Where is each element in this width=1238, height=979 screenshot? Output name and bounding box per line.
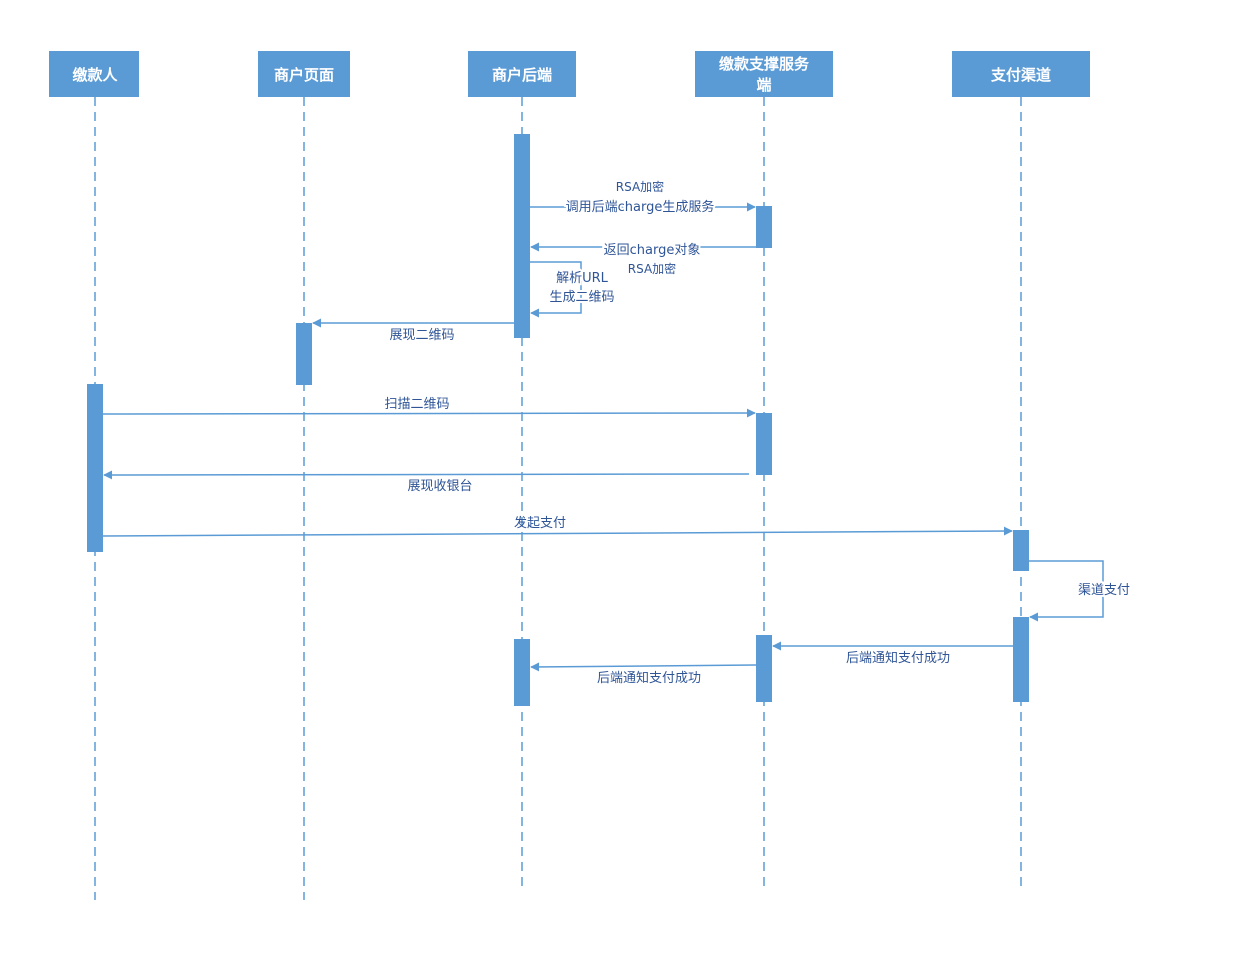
actor-payer: 缴款人 <box>49 51 139 97</box>
actor-payment-channel-label: 支付渠道 <box>990 66 1051 84</box>
actor-merchant-page-label: 商户页面 <box>274 66 334 84</box>
message-scan-qr-label: 扫描二维码 <box>384 397 449 412</box>
message-initiate-payment-label: 发起支付 <box>514 515 566 531</box>
activation-payment-channel-2 <box>1013 617 1029 702</box>
actor-payer-label: 缴款人 <box>72 66 118 84</box>
activation-payment-service-3 <box>756 635 772 702</box>
message-channel-payment: 渠道支付 <box>1029 560 1132 622</box>
message-notify-service-label: 后端通知支付成功 <box>846 650 950 666</box>
actor-payment-service: 缴款支撑服务 端 <box>695 51 833 97</box>
message-return-charge: 返回charge对象 RSA加密 <box>530 241 756 276</box>
activation-merchant-backend-1 <box>514 134 530 338</box>
message-notify-backend-label: 后端通知支付成功 <box>597 670 701 686</box>
message-show-cashier-label: 展现收银台 <box>407 479 472 494</box>
activation-payer-1 <box>87 384 103 552</box>
lifelines <box>94 97 1022 900</box>
message-initiate-payment: 发起支付 <box>102 515 1013 537</box>
message-scan-qr: 扫描二维码 <box>102 397 756 418</box>
actor-payment-service-label-line1: 缴款支撑服务 <box>719 55 810 73</box>
message-return-charge-note: RSA加密 <box>628 261 676 276</box>
message-parse-url-label: 解析URL <box>556 271 609 286</box>
message-return-charge-label: 返回charge对象 <box>604 243 701 258</box>
activation-payment-service-2 <box>756 413 772 475</box>
message-channel-payment-label: 渠道支付 <box>1078 583 1130 598</box>
actor-payment-channel: 支付渠道 <box>952 51 1090 97</box>
message-notify-service: 后端通知支付成功 <box>772 641 1013 666</box>
actor-merchant-backend-label: 商户后端 <box>492 66 552 84</box>
message-show-qr: 展现二维码 <box>312 318 514 343</box>
actor-merchant-backend: 商户后端 <box>468 51 576 97</box>
message-call-charge-service-note: RSA加密 <box>616 179 664 194</box>
message-show-qr-label: 展现二维码 <box>389 328 454 343</box>
activation-payment-service-1 <box>756 206 772 248</box>
message-generate-qr-label: 生成二维码 <box>549 290 614 305</box>
message-call-charge-service-label: 调用后端charge生成服务 <box>566 199 715 215</box>
activation-payment-channel-1 <box>1013 530 1029 571</box>
message-call-charge-service: RSA加密 调用后端charge生成服务 <box>530 179 756 217</box>
actor-payment-service-label-line2: 端 <box>756 76 771 94</box>
actor-merchant-page: 商户页面 <box>258 51 350 97</box>
activation-merchant-backend-2 <box>514 639 530 706</box>
message-notify-backend: 后端通知支付成功 <box>530 662 757 686</box>
activation-merchant-page-1 <box>296 323 312 385</box>
message-parse-url-generate-qr: 解析URL 生成二维码 <box>530 261 617 318</box>
activations <box>87 134 1029 706</box>
message-show-cashier: 展现收银台 <box>103 470 750 494</box>
